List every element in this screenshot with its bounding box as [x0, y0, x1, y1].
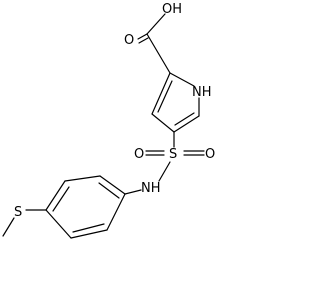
atom-label-ring-nh: NH — [192, 85, 212, 100]
atom-label-sulfonyl-o-left: O — [134, 147, 144, 162]
bond-benzene-inner-5-6 — [72, 223, 105, 233]
bond-benzene-6-1 — [106, 193, 126, 231]
bond-cooh-c-ring — [146, 33, 171, 74]
bond-ring-c3-c2-b — [157, 80, 173, 113]
bond-cooh-c-oh — [146, 13, 166, 35]
bond-ring-c5-c4-a — [173, 115, 200, 133]
bond-ring-c5-c4-b — [174, 112, 195, 126]
bond-cooh-c-o-double-a — [137, 33, 148, 40]
bond-benzene-inner-1-2 — [98, 182, 120, 199]
molecule-structure-diagram: OH O NH S O O NH S — [2, 2, 215, 239]
bond-benzene-2-3 — [64, 175, 101, 182]
bond-s-n — [158, 161, 171, 182]
bond-s-methyl — [2, 217, 15, 237]
bond-benzene-inner-3-4 — [52, 186, 70, 212]
bond-cooh-c-o-double-b — [138, 37, 149, 44]
bond-benzene-5-6 — [70, 229, 108, 239]
bond-n-phenyl — [124, 189, 142, 195]
bond-ring-c3-c2-a — [151, 72, 171, 115]
atom-label-sulfonyl-s: S — [169, 147, 177, 162]
bond-benzene-4-5 — [45, 209, 72, 239]
atom-label-carbonyl-o: O — [124, 33, 134, 48]
bond-ring-c2-n1 — [169, 72, 195, 87]
bond-ring-c4-c3 — [151, 113, 175, 133]
atom-label-oh: OH — [162, 2, 182, 17]
bond-benzene-3-4 — [45, 180, 66, 211]
atom-label-sulfonamide-nh: NH — [141, 181, 161, 196]
atom-label-thioether-s: S — [14, 205, 22, 220]
bond-benzene-1-2 — [99, 175, 126, 195]
atom-label-sulfonyl-o-right: O — [205, 147, 215, 162]
